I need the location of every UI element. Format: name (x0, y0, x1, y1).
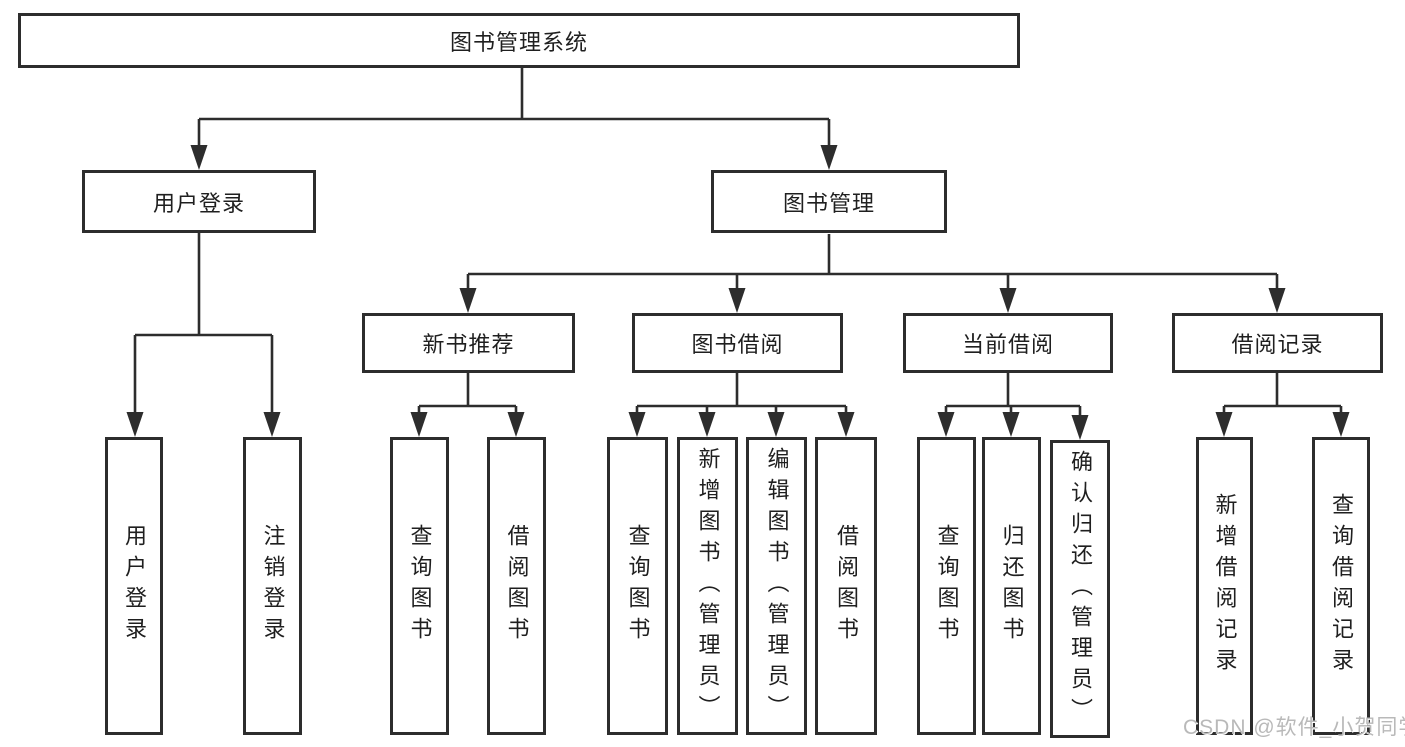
node-label: 借阅图书 (834, 524, 859, 648)
connector-user-login-children (126, 233, 281, 437)
node-label: 图书管理 (782, 190, 875, 216)
leaf-query-books-recommend: 查询图书 (390, 437, 449, 735)
node-label: 查询图书 (625, 524, 651, 648)
node-label: 查询借阅记录 (1329, 493, 1354, 679)
node-label: 当前借阅 (961, 332, 1054, 357)
node-label: 查询图书 (407, 524, 433, 648)
node-label: 图书借阅 (691, 332, 784, 357)
leaf-query-books-current: 查询图书 (917, 437, 976, 735)
connector-new-book-children (410, 373, 525, 437)
leaf-logout: 注销登录 (243, 437, 302, 735)
node-label: 借阅记录 (1231, 332, 1324, 357)
node-label: 查询图书 (934, 524, 960, 648)
node-label: 注销登录 (260, 524, 286, 648)
node-user-login: 用户登录 (82, 170, 316, 233)
leaf-return-books: 归还图书 (982, 437, 1041, 735)
node-label: 用户登录 (152, 190, 245, 216)
connector-root-to-level2 (190, 68, 838, 170)
node-label: 新增图书（管理员） (695, 446, 721, 726)
connector-book-borrow-children (628, 373, 855, 437)
connector-book-management-children (459, 234, 1286, 313)
node-label: 新增借阅记录 (1212, 493, 1238, 679)
leaf-edit-books-admin: 编辑图书（管理员） (746, 437, 807, 735)
node-label: 确认归还（管理员） (1068, 449, 1093, 729)
leaf-add-books-admin: 新增图书（管理员） (677, 437, 738, 735)
node-label: 借阅图书 (504, 524, 530, 648)
node-book-borrow: 图书借阅 (632, 313, 843, 373)
leaf-borrow-books: 借阅图书 (815, 437, 877, 735)
connector-borrow-records-children (1215, 373, 1350, 437)
leaf-borrow-books-recommend: 借阅图书 (487, 437, 546, 735)
node-root-system: 图书管理系统 (18, 13, 1020, 68)
leaf-confirm-return-admin: 确认归还（管理员） (1050, 440, 1110, 738)
leaf-add-borrow-record: 新增借阅记录 (1196, 437, 1253, 735)
node-label: 归还图书 (999, 524, 1025, 648)
node-current-borrow: 当前借阅 (903, 313, 1113, 373)
connector-current-borrow-children (937, 373, 1089, 440)
node-book-management: 图书管理 (711, 170, 947, 233)
node-new-book-recommend: 新书推荐 (362, 313, 575, 373)
node-label: 用户登录 (122, 524, 147, 648)
leaf-query-books-borrow: 查询图书 (607, 437, 668, 735)
node-label: 编辑图书（管理员） (764, 446, 790, 726)
node-borrow-records: 借阅记录 (1172, 313, 1383, 373)
leaf-query-borrow-record: 查询借阅记录 (1312, 437, 1370, 735)
node-label: 图书管理系统 (449, 29, 588, 55)
node-label: 新书推荐 (422, 332, 515, 357)
leaf-user-login: 用户登录 (105, 437, 163, 735)
csdn-watermark: CSDN @软件_小贺同学 (1183, 716, 1405, 739)
